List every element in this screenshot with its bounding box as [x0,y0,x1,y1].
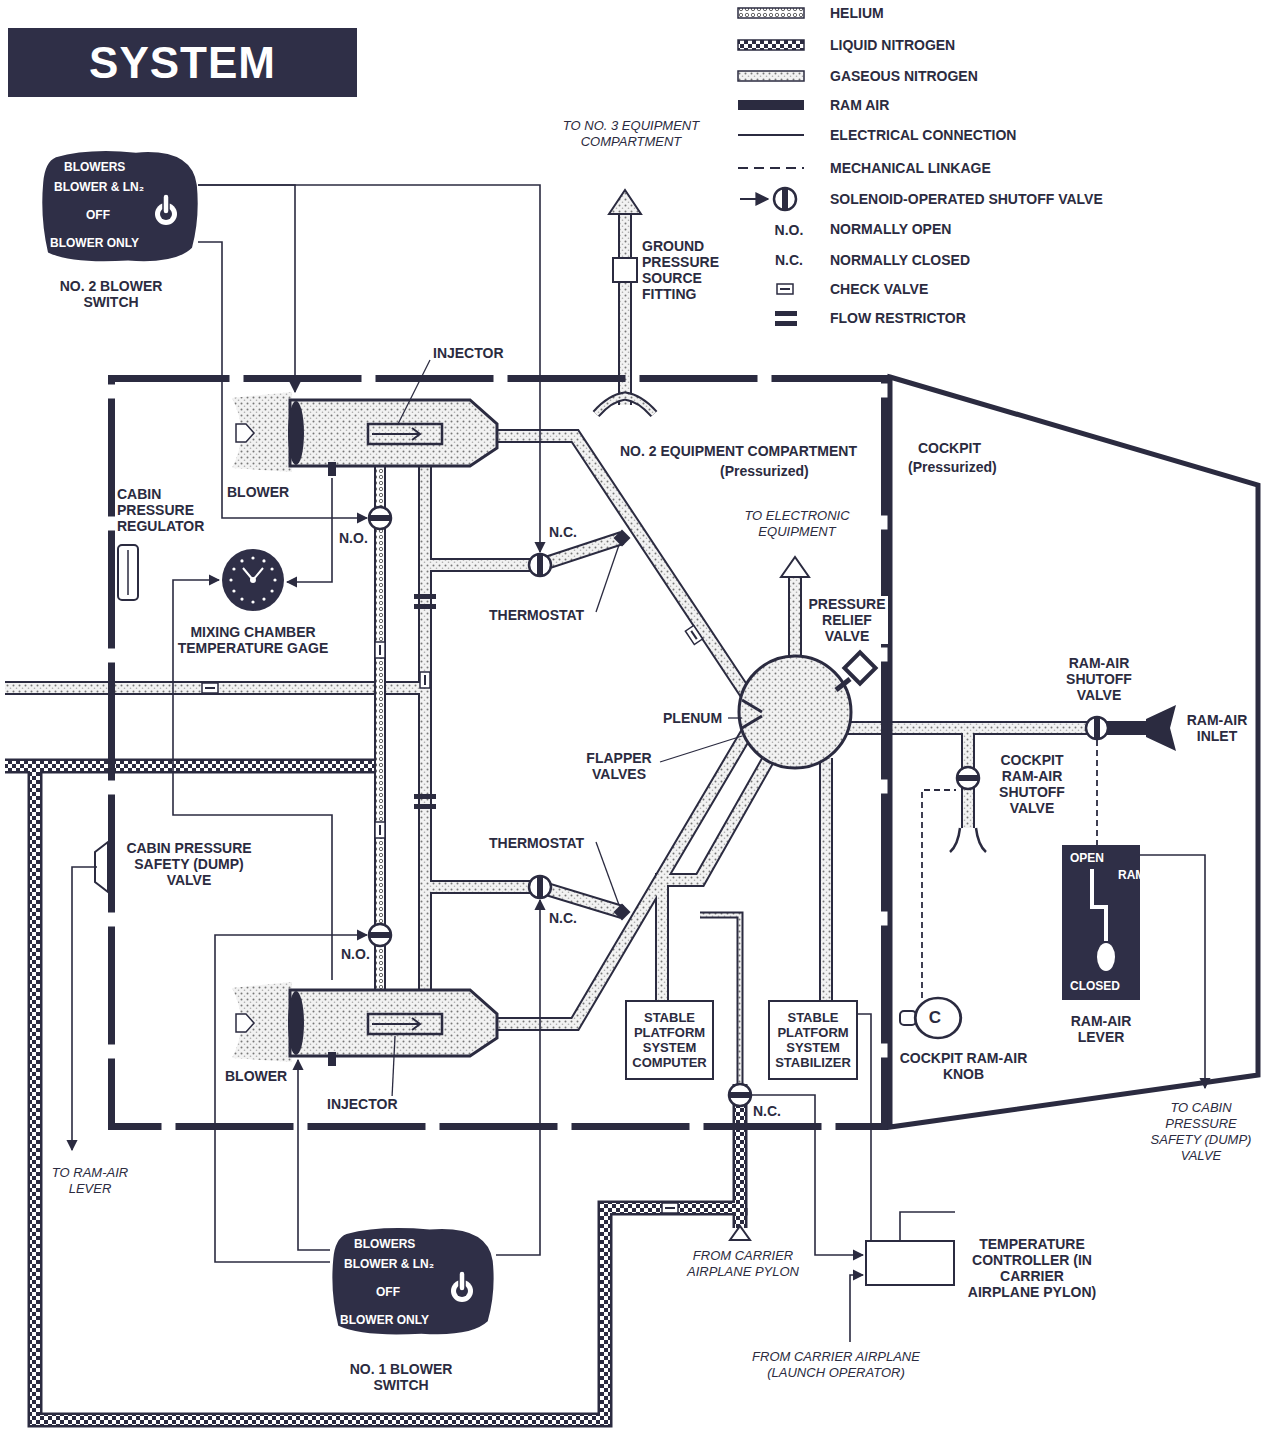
node-heading: RAM-AIR LEVER [1056,1013,1146,1045]
cockpit-region: COCKPIT(Pressurized)CCOCKPIT RAM-AIR KNO… [888,375,1265,1130]
legend-text: MECHANICAL LINKAGE [830,160,991,176]
part-label: N.O. [338,530,369,546]
part-label: RAM-AIR INLET [1183,712,1251,744]
node-text: (Pressurized) [720,463,809,479]
control-lever: OPENRAM AIRCLOSEDRAM-AIR LEVER [1062,845,1140,1000]
flow-note: FROM CARRIER AIRPLANE PYLON [676,1248,810,1280]
box-text: STABLE PLATFORM SYSTEM COMPUTER [631,1010,708,1070]
part-label: N.C. [770,252,808,268]
node-text: BLOWER & LN₂ [54,180,144,194]
flow-note: TO NO. 3 EQUIPMENT COMPARTMENT [550,118,712,150]
node-text: BLOWERS [64,160,125,174]
node-text: OFF [376,1285,400,1299]
node-text: COCKPIT [918,440,981,456]
node-text: RAM AIR [1118,869,1128,882]
part-label: THERMOSTAT [488,835,585,851]
part-label: BLOWER [224,1068,288,1084]
part-label: CABIN PRESSURE SAFETY (DUMP) VALVE [118,840,260,888]
flow-note: TO RAM-AIR LEVER [46,1165,134,1197]
part-label: N.C. [752,1103,782,1119]
node-text: NO. 2 EQUIPMENT COMPARTMENT [620,443,857,459]
part-label: RAM-AIR SHUTOFF VALVE [1056,655,1142,703]
legend-text: GASEOUS NITROGEN [830,68,978,84]
gage-outline [221,548,285,612]
toggle-icon [152,192,180,228]
flow-note: FROM CARRIER AIRPLANE (LAUNCH OPERATOR) [745,1349,927,1381]
legend-text: FLOW RESTRICTOR [830,310,966,326]
part-label: FLAPPER VALVES [580,750,658,782]
node-heading: TEMPERATURE CONTROLLER (IN CARRIER AIRPL… [965,1236,1099,1300]
part-label: PLENUM [662,710,723,726]
part-label: N.C. [548,910,578,926]
node-text: BLOWERS [354,1237,415,1251]
part-label: BLOWER [226,484,290,500]
part-label: INJECTOR [326,1096,399,1112]
part-label: GROUND PRESSURE SOURCE FITTING [641,238,731,302]
node-heading: MIXING CHAMBER TEMPERATURE GAGE [177,624,329,656]
toggle-icon [448,1269,476,1305]
part-label: PRESSURE RELIEF VALVE [806,596,888,644]
flow-note: TO ELECTRONIC EQUIPMENT [736,508,858,540]
selector-switch: BLOWERSBLOWER & LN₂OFFBLOWER ONLYNO. 1 B… [330,1225,496,1337]
node-text: C [913,1009,957,1027]
part-label: INJECTOR [432,345,505,361]
controller-box: TEMPERATURE CONTROLLER (IN CARRIER AIRPL… [865,1240,955,1286]
selector-switch: BLOWERSBLOWER & LN₂OFFBLOWER ONLYNO. 2 B… [40,148,200,264]
legend-text: LIQUID NITROGEN [830,37,955,53]
part-label: CABIN PRESSURE REGULATOR [116,486,216,534]
node-text: CLOSED [1070,979,1120,993]
legend-text: RAM AIR [830,97,889,113]
node-text: BLOWER ONLY [50,236,139,250]
node-heading: NO. 1 BLOWER SWITCH [326,1361,476,1393]
legend-text: NORMALLY OPEN [830,221,951,237]
equipment-box: STABLE PLATFORM SYSTEM COMPUTER [625,1000,714,1080]
node-heading: NO. 2 BLOWER SWITCH [36,278,186,310]
legend-text: NORMALLY CLOSED [830,252,970,268]
node-text: OFF [86,208,110,222]
part-label: THERMOSTAT [488,607,585,623]
legend-text: HELIUM [830,5,884,21]
part-label: N.O. [340,946,371,962]
equipment-box: STABLE PLATFORM SYSTEM STABILIZER [768,1000,858,1080]
legend-text: SOLENOID-OPERATED SHUTOFF VALVE [830,191,1103,207]
temperature-gage: MIXING CHAMBER TEMPERATURE GAGE [221,548,285,612]
part-label: N.C. [548,524,578,540]
legend-text: ELECTRICAL CONNECTION [830,127,1016,143]
compartment-region: NO. 2 EQUIPMENT COMPARTMENT (Pressurized)… [108,375,888,1130]
flow-note: TO CABIN PRESSURE SAFETY (DUMP) VALVE [1140,1100,1262,1164]
node-text: OPEN [1070,851,1104,865]
node-text: BLOWER & LN₂ [344,1257,434,1271]
part-label: N.O. [770,222,808,238]
node-text: BLOWER ONLY [340,1313,429,1327]
part-label: COCKPIT RAM-AIR SHUTOFF VALVE [988,752,1076,816]
lever-outline [1062,845,1140,1000]
node-text: (Pressurized) [908,459,997,475]
box-text: STABLE PLATFORM SYSTEM STABILIZER [774,1010,852,1070]
legend-text: CHECK VALVE [830,281,928,297]
diagram-title: SYSTEM [8,28,357,97]
node-heading: COCKPIT RAM-AIR KNOB [891,1050,1036,1082]
control-knob: CCOCKPIT RAM-AIR KNOB [913,996,963,1040]
